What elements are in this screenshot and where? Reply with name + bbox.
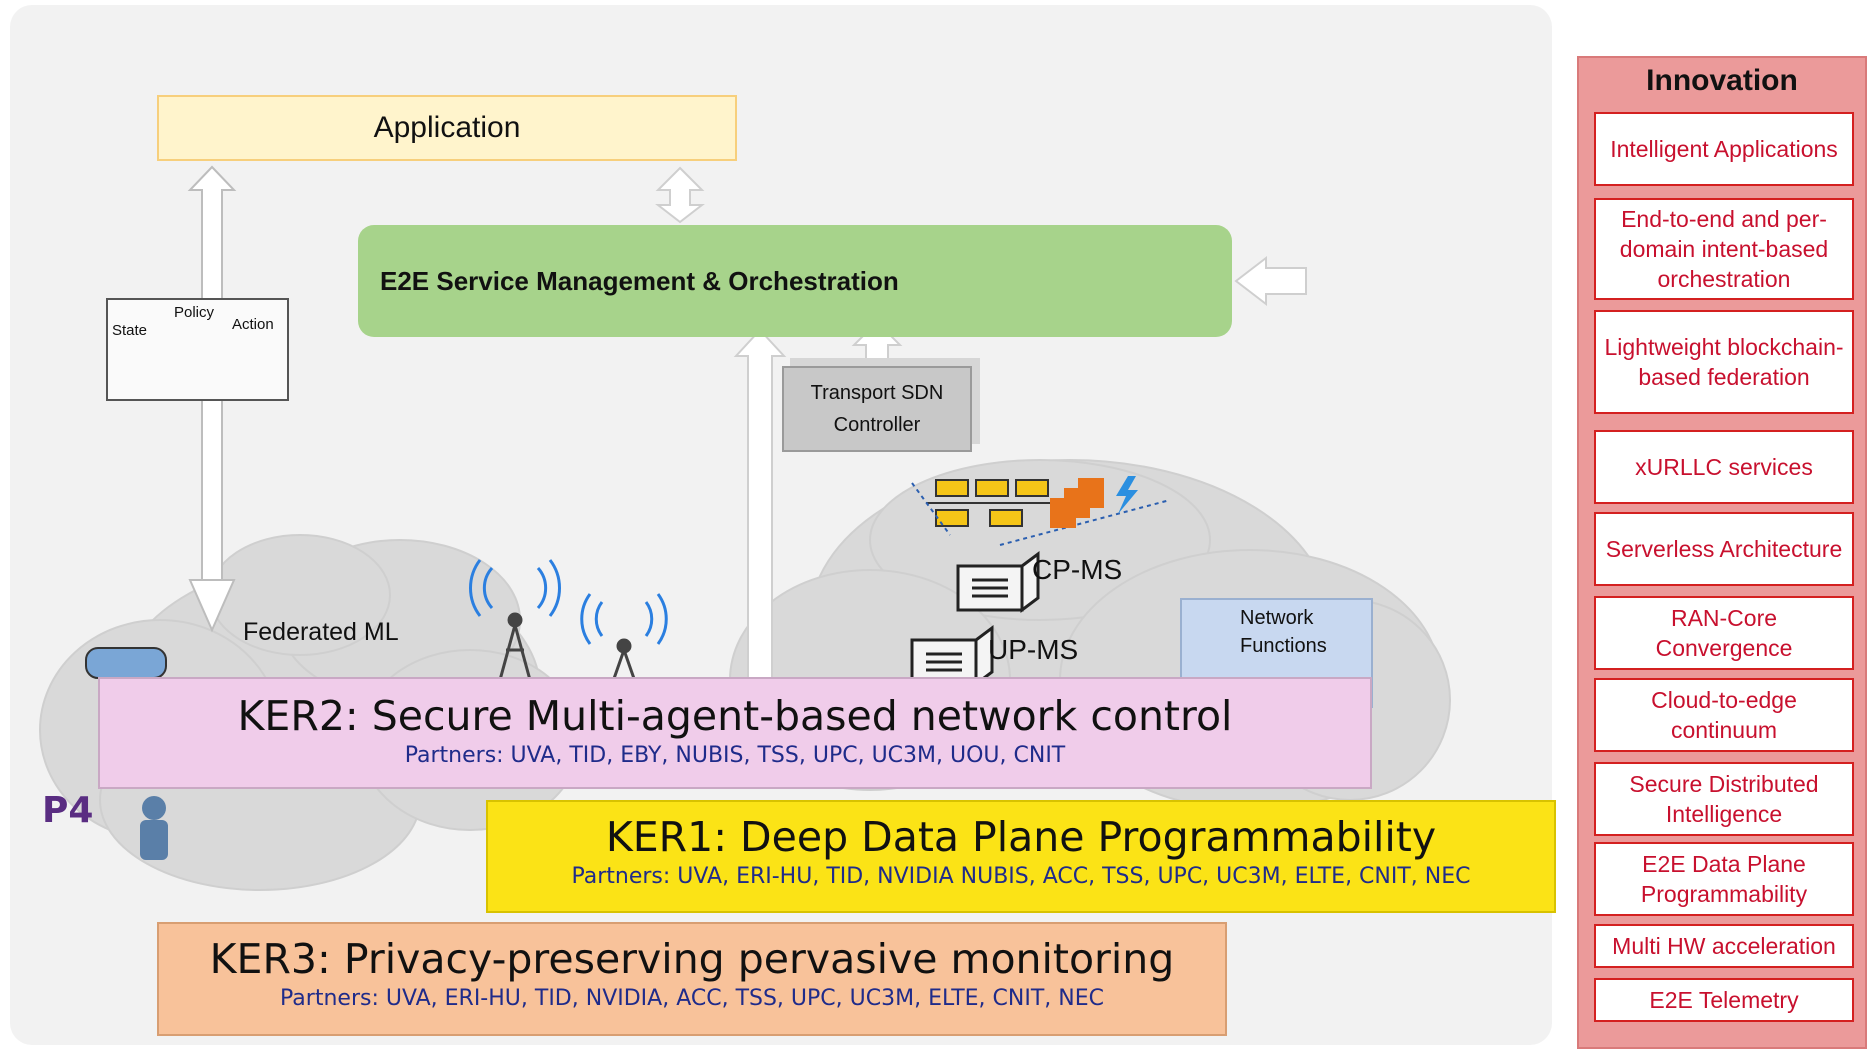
- ker2-box: KER2: Secure Multi-agent-based network c…: [98, 677, 1372, 789]
- ker2-partners: Partners: UVA, TID, EBY, NUBIS, TSS, UPC…: [404, 743, 1066, 768]
- innovation-title: Innovation: [1646, 64, 1798, 97]
- innovation-item: Multi HW acceleration: [1594, 924, 1854, 968]
- ker3-partners: Partners: UVA, ERI-HU, TID, NVIDIA, ACC,…: [280, 986, 1104, 1011]
- e2e-orchestration-label: E2E Service Management & Orchestration: [380, 265, 899, 296]
- sdn-label-line2: Controller: [833, 414, 921, 436]
- transport-sdn-controller-box: Transport SDN Controller: [782, 366, 972, 452]
- application-box: Application: [157, 95, 737, 161]
- cp-ms-label: CP-MS: [1032, 554, 1123, 585]
- rl-state-label: State: [112, 322, 148, 339]
- rl-policy-box: State Policy Action: [106, 298, 289, 401]
- innovation-item: Cloud-to-edge continuum: [1594, 678, 1854, 752]
- application-label: Application: [373, 111, 521, 144]
- ker3-box: KER3: Privacy-preserving pervasive monit…: [157, 922, 1227, 1036]
- rl-action-label: Action: [232, 316, 274, 333]
- innovation-item: xURLLC services: [1594, 430, 1854, 504]
- innovation-item: End-to-end and per-domain intent-based o…: [1594, 198, 1854, 300]
- server-icon: [910, 551, 1040, 687]
- ker1-title: KER1: Deep Data Plane Programmability: [605, 813, 1437, 861]
- nf-line2: Functions: [1240, 635, 1327, 657]
- left-updown-arrow: [187, 165, 237, 633]
- up-ms-label: UP-MS: [988, 634, 1079, 665]
- robot-arm-icon: [140, 796, 168, 860]
- federated-ml-label: Federated ML: [243, 618, 399, 646]
- innovation-item: Serverless Architecture: [1594, 512, 1854, 586]
- ker1-box: KER1: Deep Data Plane Programmability Pa…: [486, 800, 1556, 913]
- network-functions-label: Network Functions: [1240, 604, 1327, 660]
- lightning-icon: [1116, 476, 1138, 514]
- sdn-label-line1: Transport SDN: [810, 382, 944, 404]
- nf-line1: Network: [1240, 607, 1314, 629]
- ker3-title: KER3: Privacy-preserving pervasive monit…: [209, 935, 1175, 983]
- innovation-item: Lightweight blockchain-based federation: [1594, 310, 1854, 414]
- switch-icon: [926, 479, 1060, 527]
- p4-logo: P4: [42, 790, 93, 831]
- orchestration-input-arrow: [1234, 255, 1307, 307]
- innovation-item: RAN-Core Convergence: [1594, 596, 1854, 670]
- e2e-orchestration-box: E2E Service Management & Orchestration: [358, 225, 1232, 337]
- antenna-icon: [469, 559, 561, 681]
- ker2-title: KER2: Secure Multi-agent-based network c…: [237, 692, 1233, 740]
- antenna-icon: [580, 593, 668, 691]
- innovation-item: E2E Telemetry: [1594, 978, 1854, 1022]
- ker1-partners: Partners: UVA, ERI-HU, TID, NVIDIA NUBIS…: [571, 864, 1471, 889]
- innovation-item: Intelligent Applications: [1594, 112, 1854, 186]
- vr-headset-icon: [85, 647, 167, 679]
- innovation-item: Secure Distributed Intelligence: [1594, 762, 1854, 836]
- innovation-item: E2E Data Plane Programmability: [1594, 842, 1854, 916]
- rl-policy-label: Policy: [174, 304, 215, 321]
